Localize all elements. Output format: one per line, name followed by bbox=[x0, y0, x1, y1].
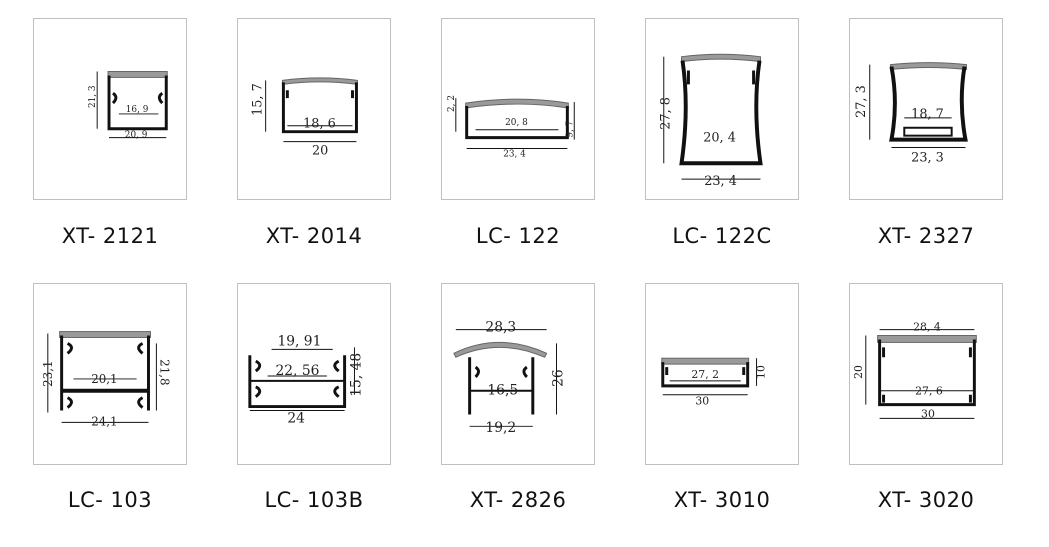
profile-drawing-lc-103: 23,1 21,8 20,1 24,1 bbox=[41, 331, 171, 428]
dim-height-left: 23,1 bbox=[41, 360, 55, 386]
profile-card-lc-122c: 27, 8 20, 4 23, 4 bbox=[645, 18, 799, 200]
dim-inner: 18, 6 bbox=[303, 117, 336, 132]
profile-label-xt-3010: XT- 3010 bbox=[673, 488, 771, 512]
dim-inner: 18, 7 bbox=[911, 107, 944, 122]
dim-outer: 20 bbox=[312, 143, 328, 158]
dim-outer: 20, 9 bbox=[125, 131, 148, 141]
dim-inner: 16, 9 bbox=[126, 105, 149, 115]
dim-height: 15, 48 bbox=[348, 353, 364, 397]
dim-height: 27, 8 bbox=[659, 97, 674, 130]
profile-label-xt-2327: XT- 2327 bbox=[877, 224, 975, 248]
profile-card-xt-3020: 28, 4 27, 6 20 30 bbox=[849, 283, 1003, 465]
profile-drawing-xt-3010: 27, 2 10 30 bbox=[661, 357, 767, 408]
dim-height: 20 bbox=[852, 365, 865, 379]
dim-outer: 23, 3 bbox=[911, 150, 944, 165]
profile-label-lc-122c: LC- 122C bbox=[672, 224, 772, 248]
dim-outer: 23, 4 bbox=[704, 174, 737, 189]
dim-inner: 27, 2 bbox=[691, 368, 719, 381]
profile-label-lc-103: LC- 103 bbox=[67, 488, 153, 512]
profile-card-lc-122: 2, 2 9, 7 20, 8 23, 4 bbox=[441, 18, 595, 200]
dim-inner: 20, 8 bbox=[505, 118, 528, 128]
dim-outer: 19,2 bbox=[485, 420, 516, 436]
dim-height: 15, 7 bbox=[251, 83, 266, 116]
profile-drawing-xt-2327: 27, 3 18, 7 23, 3 bbox=[854, 62, 968, 165]
dim-inner: 16,5 bbox=[487, 383, 518, 399]
profile-drawing-xt-2014: 15, 7 18, 6 20 bbox=[251, 77, 358, 158]
dim-top: 28,3 bbox=[485, 320, 516, 336]
profile-label-lc-122: LC- 122 bbox=[475, 224, 561, 248]
dim-outer: 24 bbox=[287, 410, 305, 426]
dim-inner: 20, 4 bbox=[703, 131, 736, 146]
dim-outer: 30 bbox=[921, 407, 935, 420]
dim-cap: 2, 2 bbox=[447, 95, 457, 112]
dim-outer: 30 bbox=[695, 395, 709, 408]
profile-card-xt-3010: 27, 2 10 30 bbox=[645, 283, 799, 465]
profile-drawing-lc-122c: 27, 8 20, 4 23, 4 bbox=[659, 53, 763, 189]
profile-label-xt-2121: XT- 2121 bbox=[61, 224, 159, 248]
profile-label-xt-3020: XT- 3020 bbox=[877, 488, 975, 512]
profile-card-lc-103: 23,1 21,8 20,1 24,1 bbox=[33, 283, 187, 465]
profile-drawing-xt-3020: 28, 4 27, 6 20 30 bbox=[852, 321, 977, 420]
profile-card-xt-2014: 15, 7 18, 6 20 bbox=[237, 18, 391, 200]
profile-drawing-lc-103b: 19, 91 22, 56 15, 48 24 bbox=[248, 333, 364, 426]
dim-inner: 27, 6 bbox=[915, 385, 943, 398]
profile-drawing-xt-2121: 21, 3 16, 9 20, 9 bbox=[88, 71, 168, 141]
profile-label-lc-103b: LC- 103B bbox=[264, 488, 364, 512]
dim-outer: 24,1 bbox=[91, 414, 117, 428]
profile-label-xt-2826: XT- 2826 bbox=[469, 488, 567, 512]
dim-height: 27, 3 bbox=[854, 85, 869, 118]
profile-drawing-lc-122: 2, 2 9, 7 20, 8 23, 4 bbox=[447, 95, 575, 159]
profile-card-xt-2826: 28,3 16,5 26 19,2 bbox=[441, 283, 595, 465]
dim-height-right: 21,8 bbox=[157, 359, 171, 385]
dim-top: 19, 91 bbox=[277, 333, 321, 349]
profile-card-lc-103b: 19, 91 22, 56 15, 48 24 bbox=[237, 283, 391, 465]
dim-height: 26 bbox=[550, 369, 566, 387]
profile-drawing-xt-2826: 28,3 16,5 26 19,2 bbox=[453, 320, 566, 436]
profile-card-xt-2121: 21, 3 16, 9 20, 9 bbox=[33, 18, 187, 200]
dim-inner: 20,1 bbox=[91, 372, 117, 386]
dim-inner: 22, 56 bbox=[276, 363, 320, 379]
dim-outer: 23, 4 bbox=[503, 149, 526, 159]
dim-height: 21, 3 bbox=[88, 85, 98, 108]
dim-height: 9, 7 bbox=[565, 121, 575, 138]
dim-top: 28, 4 bbox=[913, 321, 941, 334]
dim-height: 10 bbox=[754, 365, 767, 379]
profile-label-xt-2014: XT- 2014 bbox=[265, 224, 363, 248]
profile-card-xt-2327: 27, 3 18, 7 23, 3 bbox=[849, 18, 1003, 200]
